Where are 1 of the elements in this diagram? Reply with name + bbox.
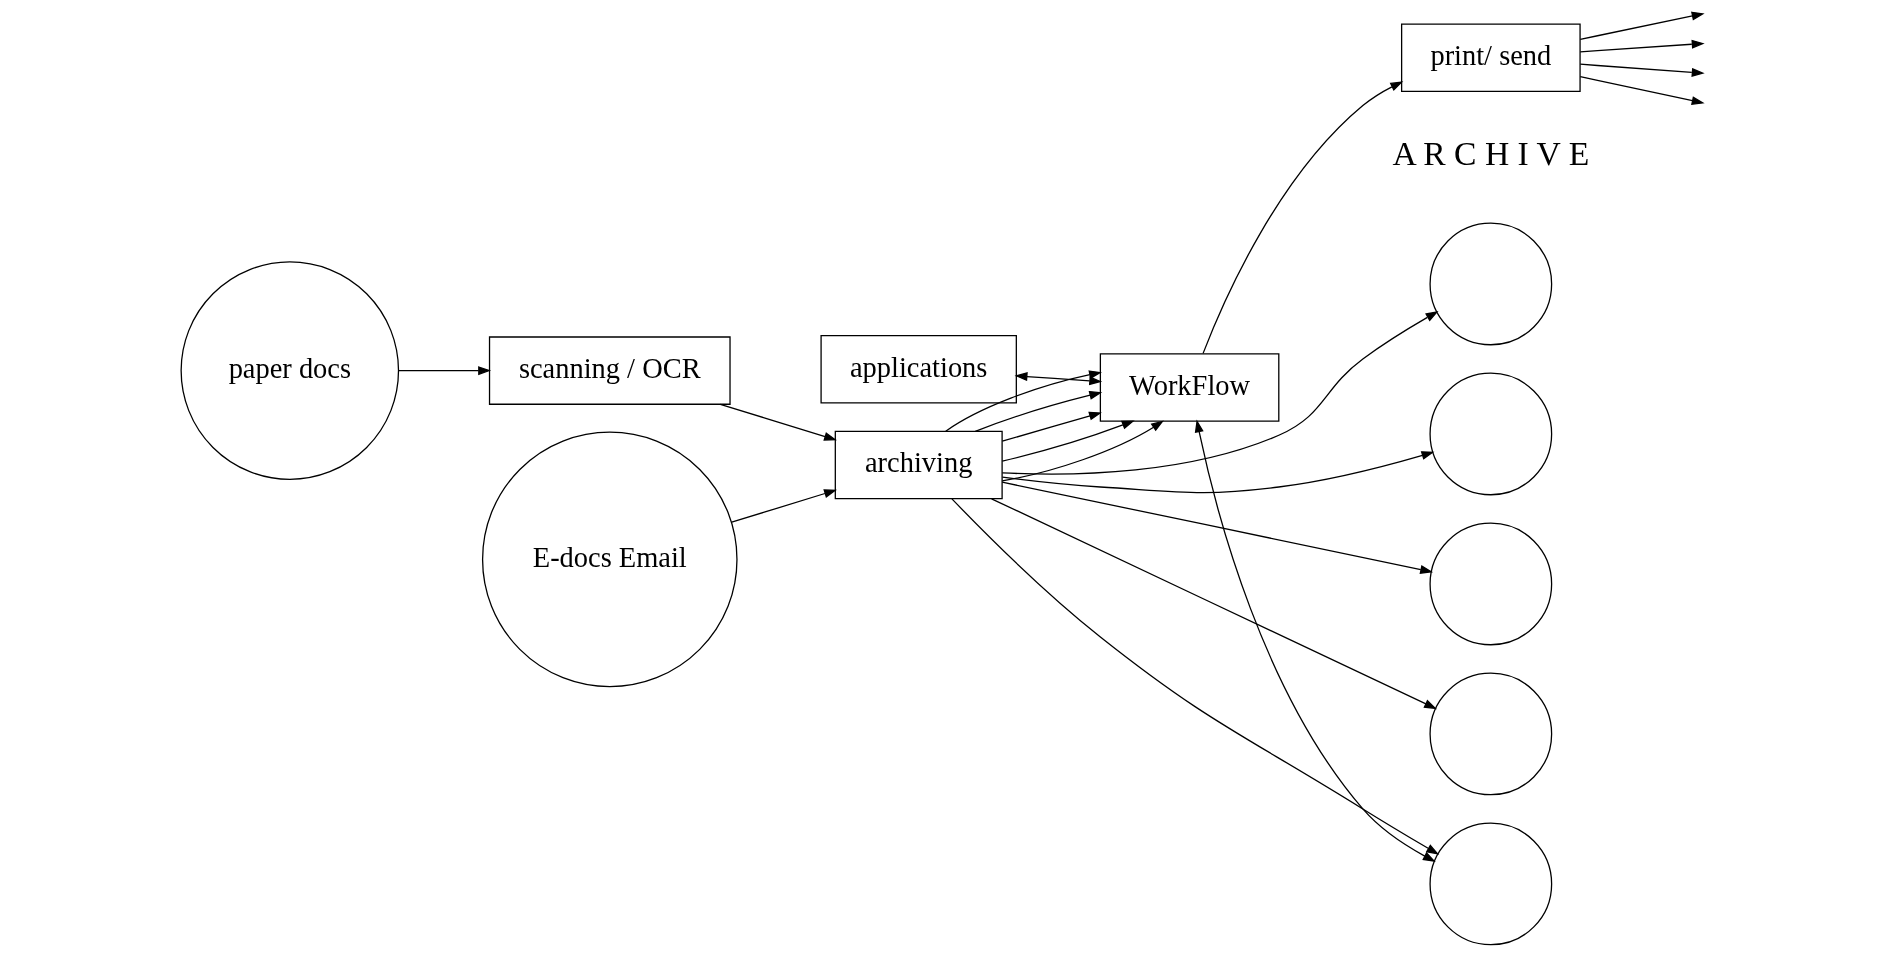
label: A R C H I V E bbox=[1392, 135, 1590, 173]
